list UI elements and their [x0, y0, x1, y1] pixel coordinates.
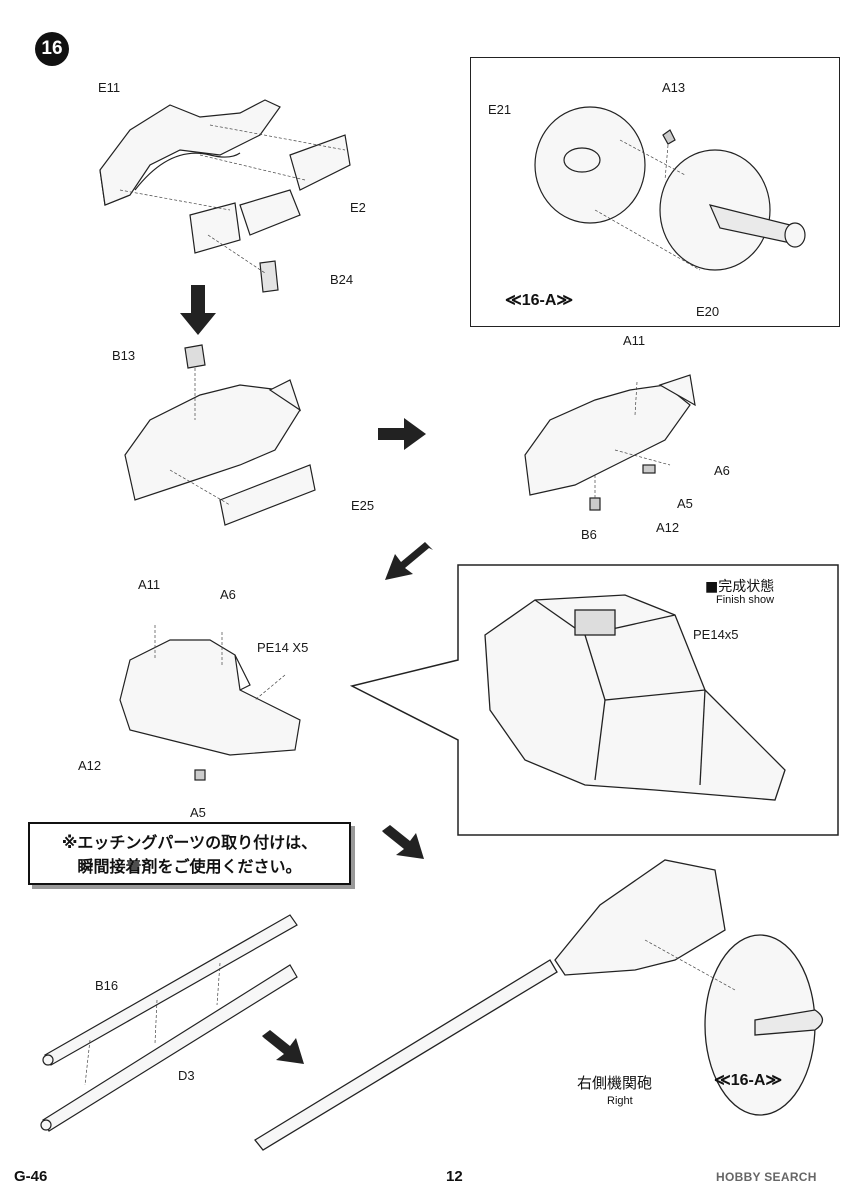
chassis-frame-illustration: [99, 99, 351, 293]
page-number: 12: [446, 1168, 463, 1185]
drum-assembly-illustration: [534, 106, 806, 271]
finish-subtitle: Finish show: [716, 594, 775, 606]
step-number: 16: [41, 38, 63, 59]
part-label-b13: B13: [112, 348, 136, 363]
note-line-2: 瞬間接着剤をご使用ください。: [77, 857, 302, 876]
subassembly-16a-box: [470, 57, 840, 327]
part-label-a6-top: A6: [714, 463, 730, 478]
hull-detail-illustration: [524, 374, 696, 511]
part-label-a11-top: A11: [623, 333, 646, 348]
subassembly-16a-label: ≪16-A≫: [505, 292, 574, 309]
right-arrow-icon: [378, 418, 426, 450]
part-label-a5-top: A5: [677, 496, 693, 511]
watermark-logo: HOBBY SEARCH: [716, 1170, 817, 1184]
down-right-arrow-icon: [382, 825, 424, 859]
part-label-e25: E25: [351, 498, 375, 513]
finish-title: ■完成状態: [705, 579, 775, 595]
part-label-a6-mid: A6: [220, 587, 236, 602]
right-gun-assembly-illustration: [254, 859, 824, 1151]
right-down-arrow-icon: [262, 1030, 304, 1064]
part-label-a11-mid: A11: [138, 577, 161, 592]
step-number-badge: 16: [35, 32, 69, 66]
part-label-a12-top: A12: [656, 520, 680, 535]
part-label-pe14-finish: PE14x5: [693, 627, 739, 642]
footer-code: G-46: [14, 1168, 48, 1185]
hull-with-etching-illustration: [119, 625, 301, 781]
hull-body-illustration: [124, 344, 316, 526]
etching-note-box: ※エッチングパーツの取り付けは、 瞬間接着剤をご使用ください。: [28, 822, 351, 885]
part-label-pe14: PE14 X5: [257, 640, 309, 655]
down-arrow-icon: [180, 285, 216, 335]
part-label-a5-mid: A5: [190, 805, 206, 820]
gun-title: 右側機関砲: [577, 1074, 653, 1092]
part-label-b16: B16: [95, 978, 119, 993]
part-label-b6: B6: [581, 527, 597, 542]
gun-subtitle: Right: [607, 1095, 633, 1107]
part-label-e21: E21: [488, 102, 512, 117]
finished-hull-illustration: [484, 594, 786, 801]
watermark-text: HOBBY SEARCH: [716, 1170, 817, 1184]
down-left-arrow-icon: [385, 542, 433, 580]
part-label-a12-mid: A12: [78, 758, 102, 773]
part-label-e11: E11: [98, 80, 121, 95]
subassembly-16a-ref-label: ≪16-A≫: [714, 1072, 783, 1089]
part-label-a13: A13: [662, 80, 686, 95]
part-label-e20: E20: [696, 304, 720, 319]
note-line-1: ※エッチングパーツの取り付けは、: [61, 833, 318, 852]
part-label-e2: E2: [350, 200, 366, 215]
part-label-b24: B24: [330, 272, 354, 287]
part-label-d3: D3: [178, 1068, 195, 1083]
gun-barrels-illustration: [40, 914, 298, 1132]
